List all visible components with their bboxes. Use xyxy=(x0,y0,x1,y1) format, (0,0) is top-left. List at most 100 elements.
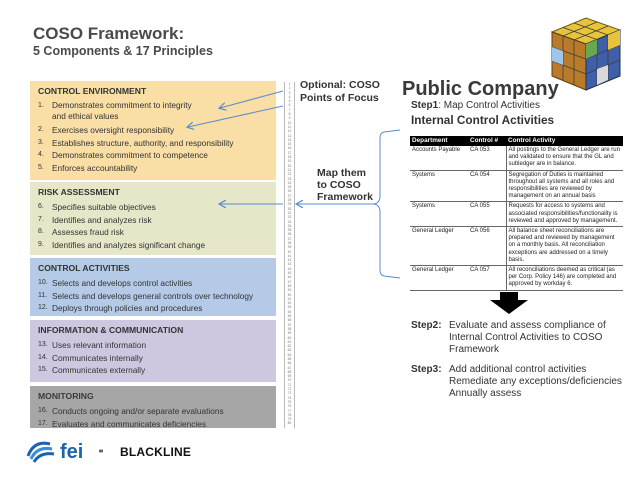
section-heading: CONTROL ENVIRONMENT xyxy=(38,86,147,96)
point-of-focus-number: 71 xyxy=(287,382,292,387)
principle-item: 14.Communicates internally xyxy=(38,352,143,363)
point-of-focus-number: 79 xyxy=(287,417,292,422)
point-of-focus-number: 59 xyxy=(287,331,292,336)
point-of-focus-number: 12 xyxy=(287,129,292,134)
section-heading: INFORMATION & COMMUNICATION xyxy=(38,325,184,335)
point-of-focus-number: 60 xyxy=(287,335,292,340)
point-of-focus-number: 13 xyxy=(287,133,292,138)
point-of-focus-number: 19 xyxy=(287,159,292,164)
point-of-focus-number: 70 xyxy=(287,378,292,383)
principle-item: 13.Uses relevant information xyxy=(38,340,147,350)
point-of-focus-number: 11 xyxy=(287,124,292,129)
point-of-focus-number: 64 xyxy=(287,352,292,357)
map-label: Map them to COSO Framework xyxy=(317,167,374,203)
point-of-focus-number: 25 xyxy=(287,185,292,190)
table-row: Accounts Payable CA 053 All postings to … xyxy=(410,146,623,171)
information-communication-section: INFORMATION & COMMUNICATION 13.Uses rele… xyxy=(30,320,276,382)
point-of-focus-number: 16 xyxy=(287,146,292,151)
point-of-focus-number: 5 xyxy=(288,99,291,104)
principle-item: 17.Evaluates and communicates deficienci… xyxy=(38,418,207,429)
arrow-to-principle-1 xyxy=(220,90,284,108)
point-of-focus-number: 74 xyxy=(287,395,292,400)
point-of-focus-number: 26 xyxy=(287,189,292,194)
risk-assessment-section: RISK ASSESSMENT 6.Specifies suitable obj… xyxy=(30,182,276,255)
column-header: Control Activity xyxy=(506,136,623,146)
point-of-focus-number: 47 xyxy=(287,279,292,284)
principle-item: 1.Demonstrates commitment to integrity a… xyxy=(38,100,192,121)
blackline-logo-text: BLACKLINE xyxy=(120,445,192,459)
principle-item: 16.Conducts ongoing and/or separate eval… xyxy=(38,406,224,416)
principle-item: 12.Deploys through policies and procedur… xyxy=(38,303,203,314)
page-title: COSO Framework: xyxy=(33,24,185,43)
table-row: General Ledger CA 057 All reconciliation… xyxy=(410,265,623,291)
point-of-focus-number: 22 xyxy=(287,172,292,177)
table-row: Systems CA 054 Segregation of Duties is … xyxy=(410,170,623,203)
point-of-focus-number: 68 xyxy=(287,369,292,374)
point-of-focus-number: 3 xyxy=(288,90,291,95)
section-heading: MONITORING xyxy=(38,391,94,401)
arrow-to-principle-2 xyxy=(188,105,284,127)
point-of-focus-number: 63 xyxy=(287,348,292,353)
point-of-focus-number: 35 xyxy=(287,228,292,233)
point-of-focus-number: 77 xyxy=(287,408,292,413)
point-of-focus-number: 14 xyxy=(287,137,292,142)
principle-item: 3.Establishes structure, authority, and … xyxy=(38,137,234,148)
control-environment-section: CONTROL ENVIRONMENT 1.Demonstrates commi… xyxy=(30,81,276,180)
principle-item: 4.Demonstrates commitment to competence xyxy=(38,150,208,161)
principle-item: 5.Enforces accountability xyxy=(38,162,138,173)
point-of-focus-number: 40 xyxy=(287,249,292,254)
step2: Step2:Evaluate and assess compliance of … xyxy=(411,320,606,355)
point-of-focus-number: 33 xyxy=(287,219,292,224)
point-of-focus-number: 27 xyxy=(287,193,292,198)
point-of-focus-number: 4 xyxy=(288,94,291,99)
principle-item: 8.Assesses fraud risk xyxy=(38,227,124,238)
point-of-focus-number: 43 xyxy=(287,262,292,267)
point-of-focus-number: 10 xyxy=(287,120,292,125)
column-header: Department xyxy=(410,136,468,146)
point-of-focus-number: 73 xyxy=(287,391,292,396)
table-row: General Ledger CA 056 All balance sheet … xyxy=(410,226,623,267)
point-of-focus-number: 29 xyxy=(287,202,292,207)
point-of-focus-number: 23 xyxy=(287,176,292,181)
point-of-focus-number: 36 xyxy=(287,232,292,237)
point-of-focus-number: 69 xyxy=(287,374,292,379)
point-of-focus-number: 53 xyxy=(287,305,292,310)
point-of-focus-number: 62 xyxy=(287,344,292,349)
fei-logo: fei xyxy=(26,441,83,463)
point-of-focus-number: 1 xyxy=(288,82,291,86)
point-of-focus-number: 57 xyxy=(287,322,292,327)
point-of-focus-number: 37 xyxy=(287,236,292,241)
point-of-focus-number: 49 xyxy=(287,288,292,293)
point-of-focus-number: 39 xyxy=(287,245,292,250)
down-arrow-icon xyxy=(490,292,528,314)
table-header-row: Department Control # Control Activity xyxy=(410,136,623,146)
point-of-focus-number: 21 xyxy=(287,167,292,172)
point-of-focus-number: 56 xyxy=(287,318,292,323)
point-of-focus-number: 52 xyxy=(287,301,292,306)
point-of-focus-number: 15 xyxy=(287,142,292,147)
point-of-focus-number: 65 xyxy=(287,357,292,361)
point-of-focus-number: 58 xyxy=(287,326,292,331)
point-of-focus-number: 42 xyxy=(287,258,292,263)
point-of-focus-number: 46 xyxy=(287,275,292,280)
point-of-focus-number: 75 xyxy=(287,399,292,404)
point-of-focus-number: 76 xyxy=(287,404,292,409)
point-of-focus-number: 8 xyxy=(288,112,291,117)
point-of-focus-number: 55 xyxy=(287,314,292,319)
company-title: Public Company xyxy=(402,78,559,100)
section-heading: RISK ASSESSMENT xyxy=(38,187,120,197)
principle-item: 7.Identifies and analyzes risk xyxy=(38,214,152,225)
point-of-focus-number: 44 xyxy=(287,266,292,271)
control-activities-section: CONTROL ACTIVITIES 10.Selects and develo… xyxy=(30,258,276,316)
step1: Step1: Map Control Activities xyxy=(411,100,540,111)
point-of-focus-number: 31 xyxy=(287,210,292,215)
point-of-focus-number: 48 xyxy=(287,283,292,288)
point-of-focus-number: 54 xyxy=(287,309,292,314)
cube-icon xyxy=(550,17,622,91)
point-of-focus-number: 6 xyxy=(288,103,291,108)
point-of-focus-number: 72 xyxy=(287,387,292,392)
point-of-focus-number: 20 xyxy=(287,163,292,168)
point-of-focus-number: 67 xyxy=(287,365,292,370)
point-of-focus-number: 45 xyxy=(287,271,292,276)
